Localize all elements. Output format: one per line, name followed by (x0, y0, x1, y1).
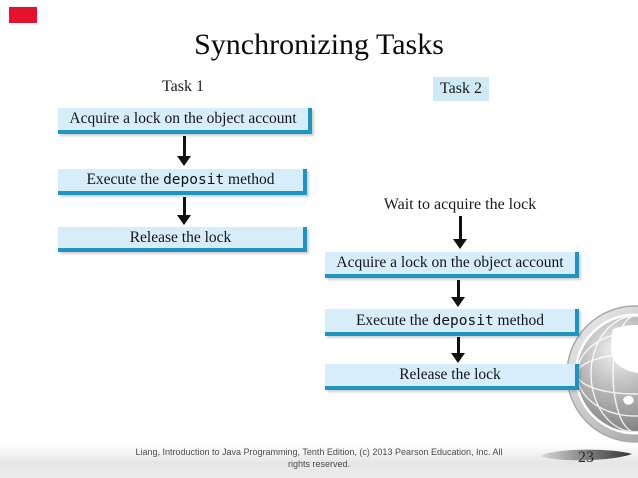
task2-step-release-lock-text: Release the lock (399, 366, 501, 383)
page-number: 23 (578, 449, 594, 466)
task1-step-release-lock: Release the lock (58, 227, 307, 252)
task1-step-acquire-lock: Acquire a lock on the object account (58, 108, 312, 134)
footer-copyright: Liang, Introduction to Java Programming,… (0, 447, 638, 470)
footer-line1: Liang, Introduction to Java Programming,… (135, 447, 503, 457)
task2-step-acquire-lock-text: Acquire a lock on the object account (336, 254, 564, 271)
task2-step-acquire-lock: Acquire a lock on the object account (325, 252, 579, 278)
footer-line2: rights reserved. (287, 458, 351, 469)
task2-arrow-2-icon (451, 337, 465, 363)
slide-title: Synchronizing Tasks (194, 28, 444, 61)
task1-arrow-1-icon (177, 136, 191, 166)
red-corner-marker-icon (9, 7, 37, 23)
task1-step-execute-deposit: Execute the deposit method (58, 169, 307, 195)
task1-execute-pre-text: Execute the (86, 171, 164, 188)
task1-step-acquire-lock-text: Acquire a lock on the object account (69, 110, 297, 127)
task2-arrow-wait-icon (453, 216, 467, 249)
task1-step-release-lock-text: Release the lock (129, 228, 232, 246)
task1-execute-post-text: method (224, 171, 275, 188)
task2-arrow-1-icon (451, 280, 465, 307)
task2-execute-code-text: deposit (432, 312, 494, 329)
task2-step-release-lock: Release the lock (325, 364, 579, 390)
footer-band (0, 444, 638, 478)
task1-arrow-2-icon (177, 197, 191, 225)
task2-wait-note: Wait to acquire the lock (383, 196, 537, 213)
globe-icon (566, 305, 638, 443)
task2-execute-post-text: method (493, 311, 545, 329)
task2-execute-pre-text: Execute the (355, 311, 433, 329)
task2-label: Task 2 (433, 77, 489, 101)
globe-shadow (540, 449, 632, 461)
task1-label: Task 1 (162, 78, 204, 95)
task1-execute-code-text: deposit (163, 172, 225, 188)
task2-step-execute-deposit: Execute the deposit method (325, 309, 579, 336)
